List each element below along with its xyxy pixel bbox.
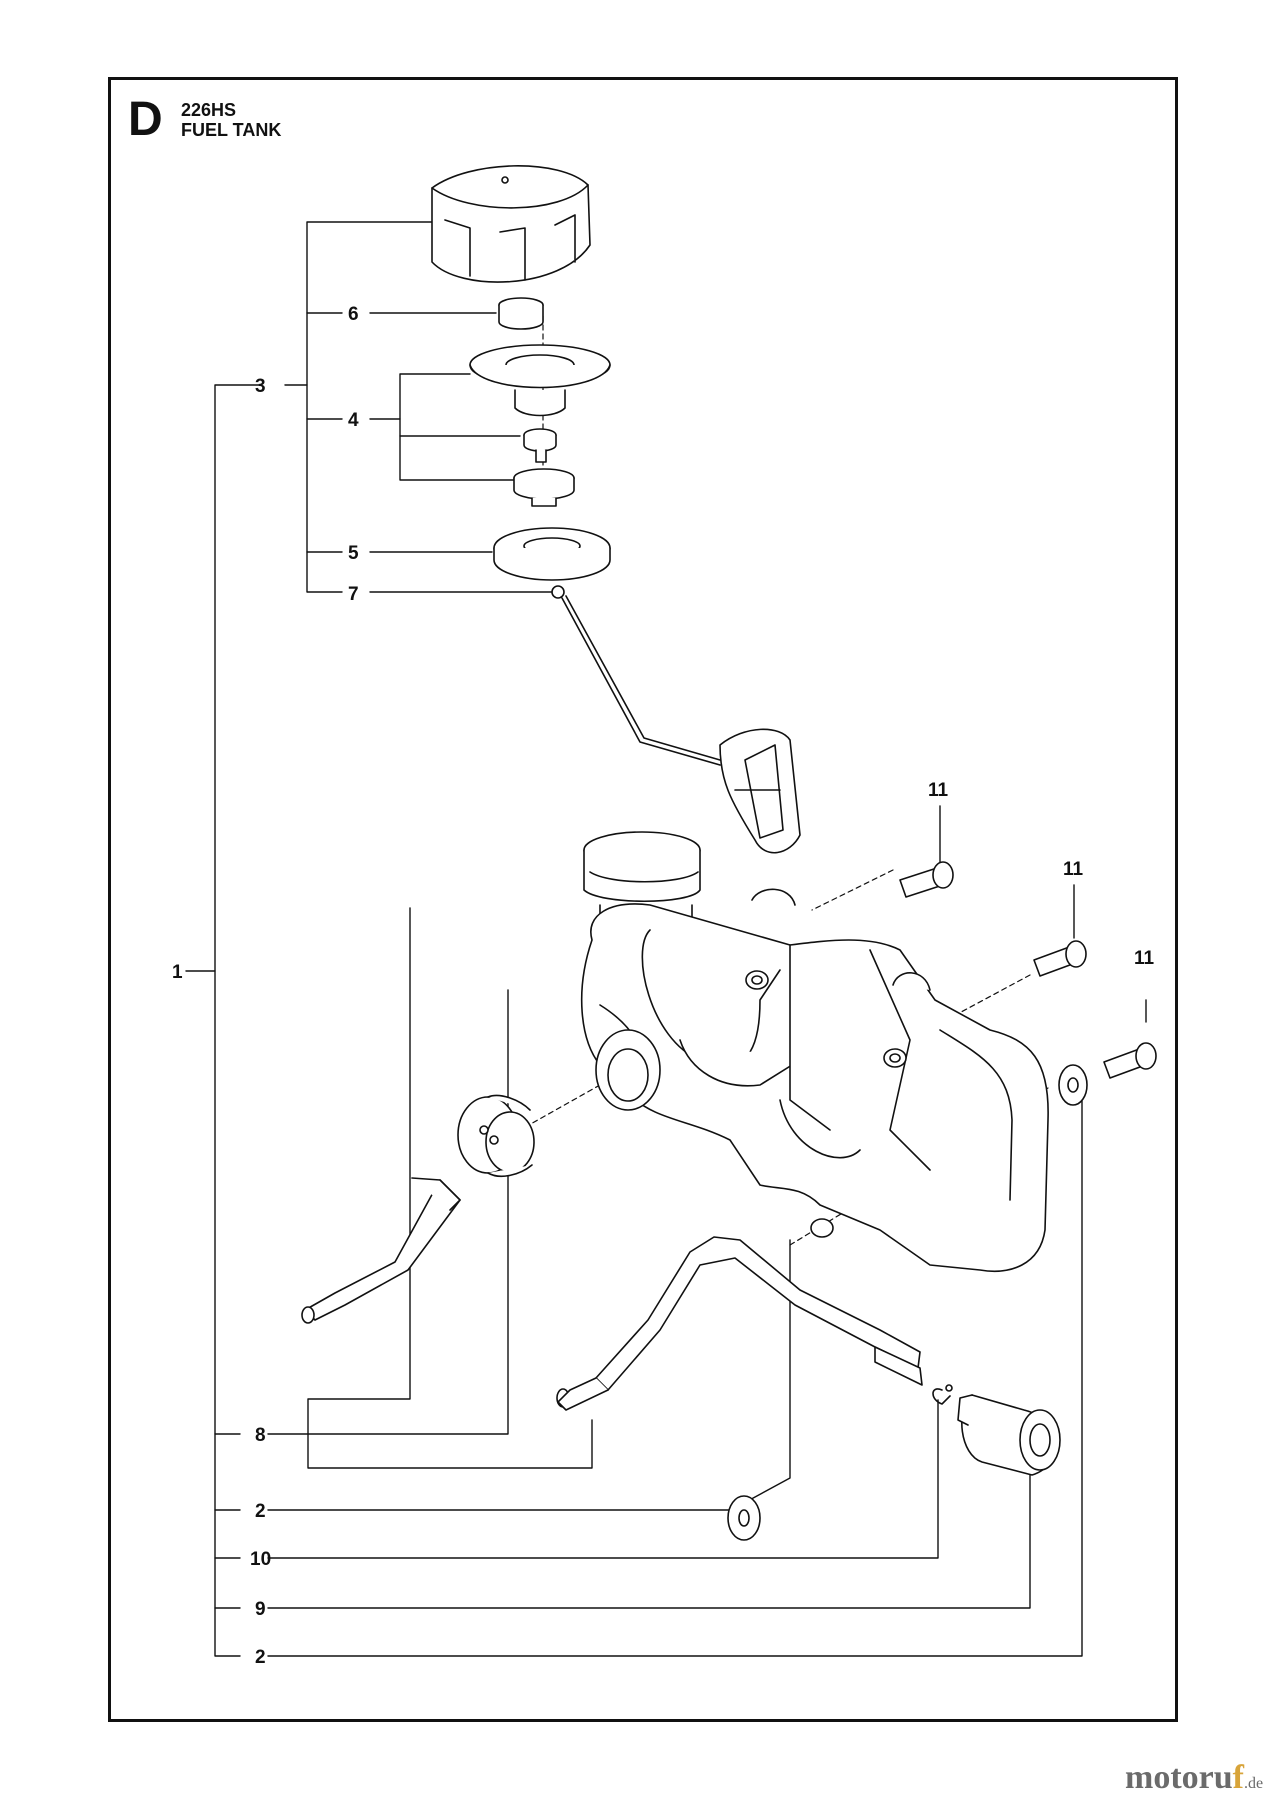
callout-numbers: 1 3 6 4 5 7 8 2 10 9 2 11 11 11 <box>172 304 1155 1668</box>
part-9-fuel-filter <box>957 1394 1061 1476</box>
part-7-cap-strap <box>551 585 801 854</box>
fuel-cap <box>431 165 591 283</box>
part-10-clip <box>932 1384 953 1405</box>
leader-lines <box>185 221 1147 1657</box>
part-5-gasket-ring <box>493 527 611 581</box>
fuel-tank-body <box>580 831 1049 1272</box>
callout-10: 10 <box>250 1549 271 1570</box>
part-8-hose-right <box>556 1236 923 1411</box>
part-2-washer-bottom <box>727 1495 761 1541</box>
callout-8: 8 <box>255 1425 266 1446</box>
callout-11-b: 11 <box>1063 859 1084 880</box>
model-label: 226HS <box>181 100 237 120</box>
callout-7: 7 <box>348 584 359 605</box>
callout-2-washer-bottom: 2 <box>255 1647 266 1668</box>
callout-9: 9 <box>255 1599 266 1620</box>
callout-4: 4 <box>348 410 359 431</box>
svg-text:motoruf.de: motoruf.de <box>1125 1759 1263 1796</box>
callout-5: 5 <box>348 543 359 564</box>
diagram-frame <box>108 77 1178 1722</box>
part-2-washer-top <box>1058 1064 1088 1106</box>
watermark-suffix: .de <box>1244 1775 1263 1792</box>
watermark-brand: motoru <box>1125 1759 1233 1796</box>
section-letter: D <box>128 93 163 146</box>
callout-11-a: 11 <box>928 780 949 801</box>
part-8-hose-left <box>301 1177 461 1324</box>
part-4-vent-assembly <box>469 344 611 507</box>
callout-1: 1 <box>172 962 183 983</box>
part-11-bolt-1 <box>899 861 954 898</box>
callout-6: 6 <box>348 304 359 325</box>
callout-11-c: 11 <box>1134 948 1155 969</box>
callout-2-washer: 2 <box>255 1501 266 1522</box>
grommet <box>457 1094 535 1177</box>
watermark-logo: motoruf.de <box>1125 1759 1263 1796</box>
diagram-title: FUEL TANK <box>181 120 282 140</box>
part-6-gasket <box>498 297 544 330</box>
watermark-brand-accent: f <box>1233 1759 1245 1796</box>
callout-3: 3 <box>255 376 266 397</box>
part-11-bolt-2 <box>1033 940 1087 977</box>
part-11-bolt-3 <box>1103 1042 1157 1079</box>
